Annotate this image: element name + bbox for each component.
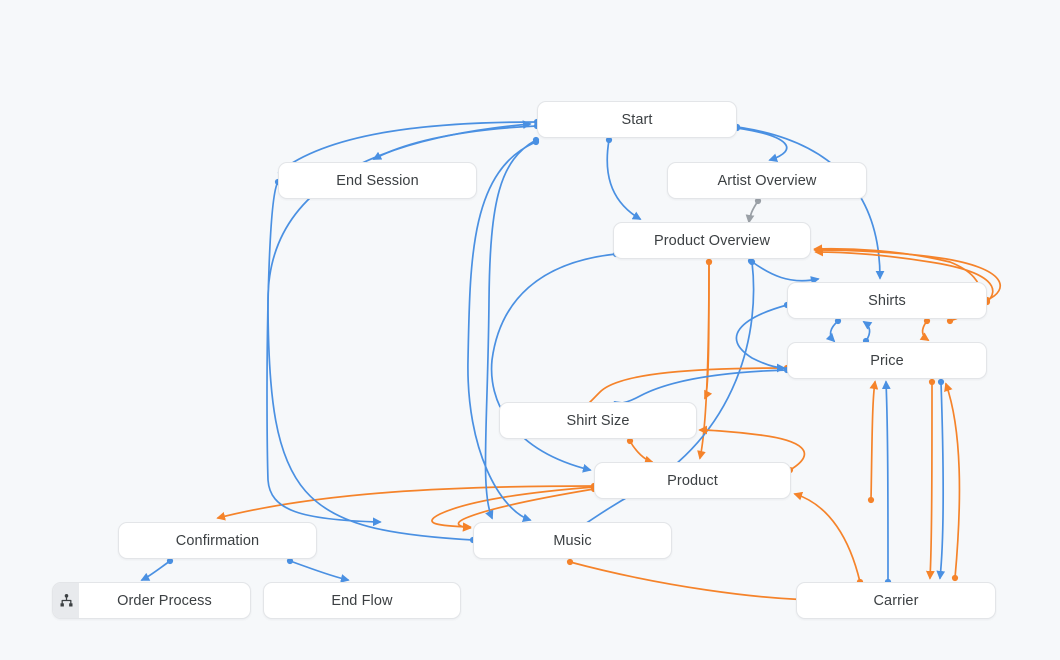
edge [697, 258, 713, 460]
edge [919, 317, 931, 341]
node-start[interactable]: Start [537, 101, 737, 138]
edge [862, 321, 873, 345]
edge [372, 122, 541, 160]
edge-path [613, 369, 788, 410]
edge [881, 380, 892, 586]
edge [867, 380, 879, 504]
node-product[interactable]: Product [594, 462, 791, 499]
edge-path [793, 491, 861, 583]
node-shirts[interactable]: Shirts [787, 282, 987, 319]
edge-path [372, 125, 538, 160]
edge-path [467, 141, 537, 522]
node-label: Start [621, 111, 653, 128]
edge [266, 178, 382, 527]
node-artist-overview[interactable]: Artist Overview [667, 162, 867, 199]
edge [704, 258, 713, 400]
edge-path [944, 382, 961, 579]
edge-path [140, 560, 171, 581]
edge [613, 366, 791, 410]
node-end-flow[interactable]: End Flow [263, 582, 461, 619]
edge-path [289, 560, 350, 583]
node-label: Confirmation [175, 532, 260, 549]
edge-path [581, 367, 788, 415]
edge-path [936, 381, 946, 580]
node-music[interactable]: Music [473, 522, 672, 559]
node-label: End Flow [331, 592, 393, 609]
edge-path [745, 200, 759, 224]
edge [467, 138, 540, 522]
edge-path [735, 304, 788, 373]
edge [581, 364, 791, 415]
edge-source-dot [748, 258, 756, 266]
edge [747, 257, 820, 285]
edge-path [736, 127, 788, 162]
edge [925, 378, 936, 580]
node-label: Price [870, 352, 904, 369]
hierarchy-icon [53, 583, 79, 618]
edge-source-dot [937, 378, 945, 386]
node-price[interactable]: Price [787, 342, 987, 379]
edge-source-dot [705, 258, 713, 266]
edge-path [919, 320, 930, 341]
edge-path [704, 261, 713, 400]
edge-path [431, 486, 595, 532]
node-label: Product Overview [653, 232, 771, 249]
node-label: Order Process [117, 592, 212, 609]
edge-path [484, 139, 537, 520]
node-product-overview[interactable]: Product Overview [613, 222, 811, 259]
node-label: Carrier [873, 592, 919, 609]
edge [793, 491, 864, 586]
edge-path [266, 181, 382, 527]
edge [431, 483, 598, 532]
node-carrier[interactable]: Carrier [796, 582, 996, 619]
edge [605, 136, 642, 220]
edge-path [216, 485, 595, 521]
node-shirt-size[interactable]: Shirt Size [499, 402, 697, 439]
edge [936, 378, 946, 580]
edge-path [629, 440, 654, 465]
edge-source-dot [566, 558, 574, 566]
edge-source-dot [928, 378, 936, 386]
edge-path [697, 261, 710, 460]
edge-path [750, 260, 820, 285]
edge [140, 557, 174, 581]
edge [733, 124, 788, 162]
edge-source-dot [532, 138, 540, 146]
node-label: End Session [336, 172, 419, 189]
edge-path [881, 380, 891, 583]
edge-path [606, 139, 642, 220]
edge [566, 558, 826, 605]
edge [745, 197, 762, 224]
node-label: Music [553, 532, 592, 549]
edge-source-dot [705, 258, 713, 266]
edge [825, 317, 842, 343]
edge [735, 301, 791, 373]
edge [286, 557, 350, 583]
node-label: Product [667, 472, 718, 489]
edge-path [825, 320, 839, 343]
edge-source-dot [951, 574, 959, 582]
edge [484, 136, 540, 520]
node-order-process[interactable]: Order Process [52, 582, 251, 619]
edge [216, 482, 598, 521]
edge-source-dot [532, 136, 540, 144]
edge-path [869, 380, 879, 501]
edge [626, 437, 654, 465]
node-label: Artist Overview [717, 172, 817, 189]
node-confirmation[interactable]: Confirmation [118, 522, 317, 559]
node-end-session[interactable]: End Session [278, 162, 477, 199]
edge-source-dot [867, 496, 875, 504]
edge-path [569, 561, 826, 605]
edge-path [862, 321, 873, 342]
node-label: Shirt Size [566, 412, 630, 429]
node-label: Shirts [868, 292, 906, 309]
edge-path [925, 381, 935, 580]
edge [944, 382, 961, 582]
